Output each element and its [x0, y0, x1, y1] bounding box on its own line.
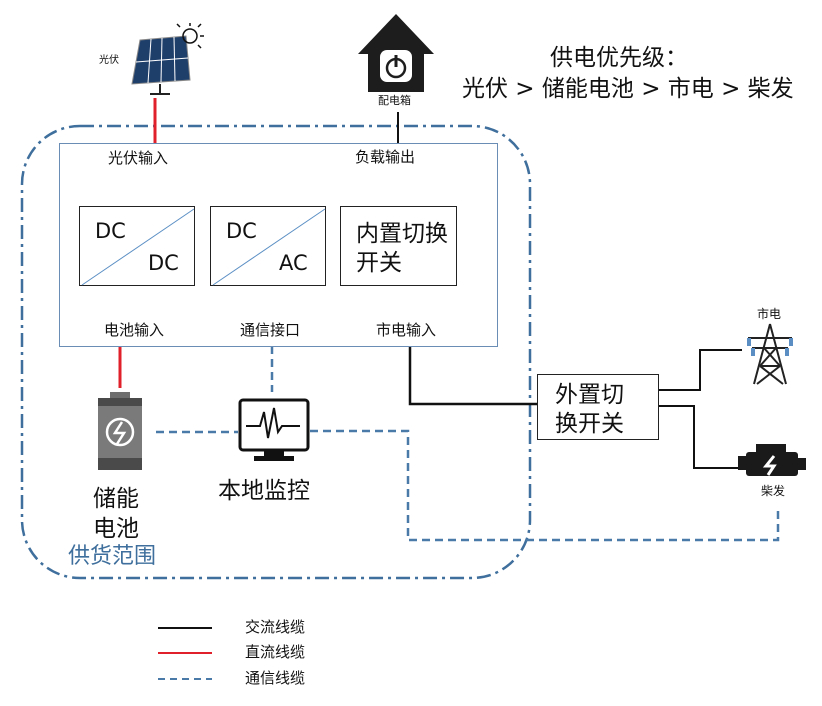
- transmission-tower-icon: [747, 323, 793, 385]
- monitor-icon: [238, 398, 310, 461]
- supply-scope-label: 供货范围: [68, 544, 157, 569]
- battery-icon: [98, 392, 142, 470]
- distribution-box-icon: [358, 14, 434, 92]
- legend-comm-label: 通信线缆: [245, 669, 306, 687]
- grid-input-label: 市电输入: [376, 321, 437, 339]
- priority-title: 供电优先级：: [550, 45, 688, 71]
- dcdc-top-label: DC: [95, 219, 126, 243]
- legend-ac-label: 交流线缆: [245, 618, 306, 636]
- internal-switch-label: 内置切换 开关: [356, 221, 448, 276]
- distribution-box-label: 配电箱: [378, 94, 411, 107]
- dcac-bottom-label: AC: [279, 251, 308, 275]
- dcdc-bottom-label: DC: [148, 251, 179, 275]
- comm-cable-monitor-diesel: [310, 429, 780, 542]
- legend-dc-label: 直流线缆: [245, 643, 306, 661]
- pv-label: 光伏: [99, 55, 119, 66]
- dcdc-diagonal: [81, 208, 195, 286]
- diesel-engine-icon: [738, 444, 806, 476]
- diesel-label: 柴发: [761, 484, 786, 498]
- monitor-label: 本地监控: [218, 478, 310, 504]
- dcdc-converter: DC DC: [79, 206, 195, 286]
- priority-order: 光伏 > 储能电池 > 市电 > 柴发: [462, 76, 794, 102]
- pv-input-label: 光伏输入: [108, 149, 169, 167]
- internal-switch-box: 内置切换 开关: [340, 206, 457, 286]
- load-output-label: 负载输出: [355, 148, 416, 166]
- ac-cable-switch-grid: [658, 349, 742, 391]
- comm-port-label: 通信接口: [240, 321, 301, 339]
- dcac-top-label: DC: [226, 219, 257, 243]
- external-switch-label: 外置切 换开关: [555, 382, 624, 437]
- battery-label: 储能 电池: [93, 486, 139, 542]
- ac-cable-switch-diesel: [658, 405, 738, 469]
- dcac-converter: DC AC: [210, 206, 326, 286]
- dcac-diagonal: [212, 208, 326, 286]
- solar-panel-icon: [131, 23, 204, 95]
- supply-scope-boundary: [20, 124, 532, 580]
- external-switch-box: 外置切 换开关: [537, 374, 659, 440]
- grid-label: 市电: [757, 307, 782, 321]
- battery-input-label: 电池输入: [104, 321, 165, 339]
- ac-cable-grid-input: [408, 346, 538, 406]
